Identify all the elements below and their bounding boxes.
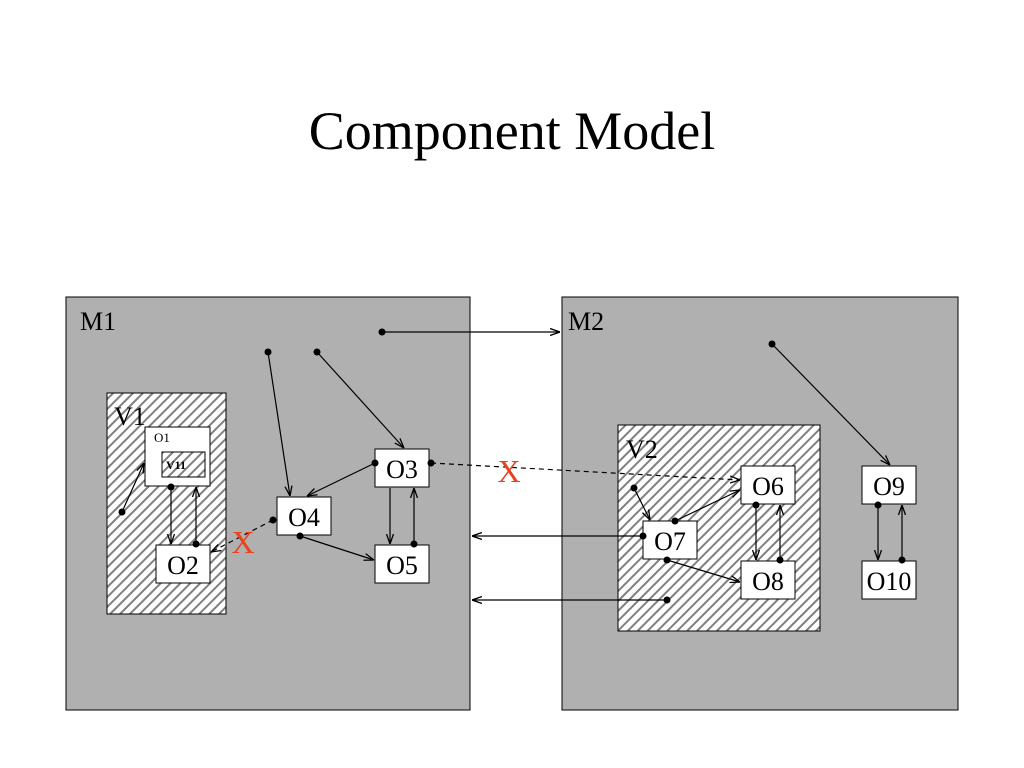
port-dot xyxy=(269,516,277,524)
blocked-mark-right: X xyxy=(497,453,520,489)
object-o7: O7 xyxy=(642,520,698,560)
arrow-m1-to-o4 xyxy=(267,351,290,496)
arrow-o4-to-o5 xyxy=(299,535,374,560)
object-o9-label: O9 xyxy=(873,472,905,501)
object-o10-label: O10 xyxy=(867,567,912,596)
object-o7-label: O7 xyxy=(654,527,686,556)
port-dot xyxy=(752,501,760,509)
object-o1-label: O1 xyxy=(154,430,170,445)
port-dot xyxy=(874,501,882,509)
blocked-o4-to-o2 xyxy=(211,519,274,552)
port-dot xyxy=(313,348,321,356)
object-o2: O2 xyxy=(155,544,211,584)
view-v11-label: V11 xyxy=(166,458,186,472)
object-o4-label: O4 xyxy=(288,503,320,532)
object-o8-label: O8 xyxy=(752,567,784,596)
port-dot xyxy=(427,459,435,467)
port-dot xyxy=(296,532,304,540)
port-dot xyxy=(378,328,386,336)
port-dot xyxy=(671,517,679,525)
arrow-o7-to-o8 xyxy=(666,559,740,582)
arrow-o3-to-o4 xyxy=(307,462,376,496)
port-dot xyxy=(768,340,776,348)
object-o5-label: O5 xyxy=(386,551,418,580)
blocked-mark-left: X xyxy=(231,524,254,560)
port-dot xyxy=(118,508,126,516)
module-m1-label: M1 xyxy=(80,307,116,336)
port-dot xyxy=(192,540,200,548)
port-dot xyxy=(639,532,647,540)
object-o9: O9 xyxy=(861,465,917,505)
module-m2-label: M2 xyxy=(568,307,604,336)
view-v11: V11 xyxy=(161,451,206,478)
port-dot xyxy=(663,596,671,604)
object-o5: O5 xyxy=(374,544,430,584)
port-dot xyxy=(898,556,906,564)
object-o3: O3 xyxy=(374,448,430,488)
arrow-m2-to-o9 xyxy=(771,343,890,465)
port-dot xyxy=(264,348,272,356)
object-o2-label: O2 xyxy=(167,551,199,580)
port-dot xyxy=(630,484,638,492)
port-dot xyxy=(410,540,418,548)
view-v2-label: V2 xyxy=(626,435,658,464)
port-dot xyxy=(776,556,784,564)
port-dot xyxy=(663,556,671,564)
arrow-o7-to-o6 xyxy=(674,490,740,522)
port-dot xyxy=(167,483,175,491)
arrow-v2-to-o7 xyxy=(633,487,650,520)
object-o6: O6 xyxy=(740,465,796,505)
blocked-o3-to-o6 xyxy=(430,462,740,480)
port-dot xyxy=(371,459,379,467)
object-o6-label: O6 xyxy=(752,472,784,501)
view-v1-label: V1 xyxy=(114,402,146,431)
slide-title: Component Model xyxy=(308,101,716,161)
object-o4: O4 xyxy=(276,496,332,536)
object-o8: O8 xyxy=(740,560,796,600)
arrow-m1-to-o3 xyxy=(316,351,404,448)
object-o3-label: O3 xyxy=(386,455,418,484)
arrow-v1-to-o1 xyxy=(121,463,144,513)
object-o10: O10 xyxy=(861,560,917,600)
